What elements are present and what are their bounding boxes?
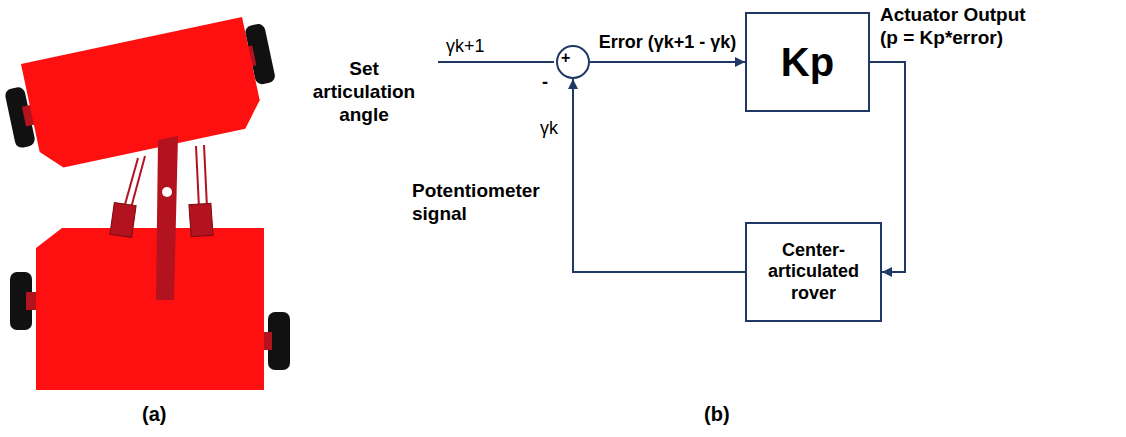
block-label: Center-articulated rover [747,240,880,305]
upper-body [0,13,284,176]
sign-symbol: - [542,73,548,91]
signal-line [590,61,745,63]
pivot [162,187,172,197]
actuator-rod [196,146,199,208]
input-signal [438,62,554,63]
actuator-rod [131,156,145,208]
signal-name: γk [540,118,558,140]
signal-name: γk+1 [446,36,485,58]
signal-line [573,79,745,272]
rear-body [36,228,264,390]
plant-block: Center-articulated rover [745,222,882,322]
gain-block: Kp [745,12,870,112]
panel-label: (a) [142,402,166,426]
actuator-rod [124,158,138,208]
panel-label: (b) [704,402,730,426]
actuator-cylinder [110,203,136,238]
output-label: Actuator Output (p = Kp*error) [880,4,1040,50]
front-body [21,17,265,172]
sign-symbol: + [561,50,570,66]
junction-circle [557,46,589,78]
summing-junction: +- [556,45,590,79]
input-line [438,61,554,63]
hitch-bar [156,136,178,300]
actuator-cylinder [189,203,213,236]
block-label: Kp [781,40,834,84]
lower-body [10,228,290,390]
feedback-label: Potentiometer signal [412,180,562,226]
edge-label: Error (γk+1 - γk) [599,32,737,54]
actuator-rod [204,145,207,208]
articulation-joint [110,136,213,300]
input-label: Set articulation angle [298,58,430,126]
